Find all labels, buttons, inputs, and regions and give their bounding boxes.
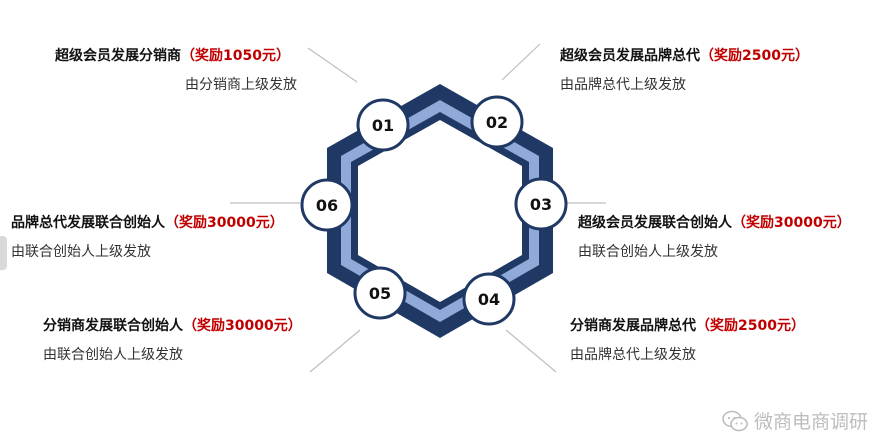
- item-05: 分销商发展联合创始人（奖励30000元） 由联合创始人上级发放: [43, 316, 302, 365]
- item-03-desc: 由联合创始人上级发放: [578, 244, 718, 260]
- item-03-reward: （奖励30000元）: [732, 215, 851, 231]
- edge-marker: [0, 236, 7, 270]
- item-05-desc: 由联合创始人上级发放: [43, 347, 183, 363]
- item-05-title: 分销商发展联合创始人（奖励30000元）: [43, 316, 302, 336]
- item-01-desc: 由分销商上级发放: [185, 77, 297, 93]
- item-06-reward: （奖励30000元）: [165, 215, 284, 231]
- connector-02: [501, 43, 541, 81]
- item-03: 超级会员发展联合创始人（奖励30000元） 由联合创始人上级发放: [578, 213, 851, 262]
- node-label-03: 03: [530, 195, 552, 214]
- wechat-icon: [722, 410, 748, 431]
- item-01-reward: （奖励1050元）: [181, 48, 290, 64]
- node-04: 04: [462, 272, 516, 326]
- item-04: 分销商发展品牌总代（奖励2500元） 由品牌总代上级发放: [570, 316, 805, 365]
- node-label-04: 04: [478, 290, 500, 309]
- item-01: 超级会员发展分销商（奖励1050元） 由分销商上级发放: [55, 46, 297, 95]
- node-label-02: 02: [486, 113, 508, 132]
- watermark: 微商电商调研: [722, 407, 868, 434]
- item-04-desc: 由品牌总代上级发放: [570, 347, 696, 363]
- item-06-title-text: 品牌总代发展联合创始人: [11, 215, 165, 231]
- item-02-title-text: 超级会员发展品牌总代: [560, 48, 700, 64]
- item-04-title: 分销商发展品牌总代（奖励2500元）: [570, 316, 805, 336]
- connector-04: [505, 329, 557, 373]
- connector-05: [309, 329, 361, 373]
- item-03-title: 超级会员发展联合创始人（奖励30000元）: [578, 213, 851, 233]
- watermark-text: 微商电商调研: [753, 411, 868, 433]
- item-02: 超级会员发展品牌总代（奖励2500元） 由品牌总代上级发放: [560, 46, 809, 95]
- item-05-title-text: 分销商发展联合创始人: [43, 318, 183, 334]
- item-01-title-text: 超级会员发展分销商: [55, 48, 181, 64]
- connectors: [230, 43, 606, 373]
- node-05: 05: [353, 266, 407, 320]
- item-02-title: 超级会员发展品牌总代（奖励2500元）: [560, 46, 809, 66]
- node-01: 01: [356, 98, 410, 152]
- connector-01: [307, 47, 358, 83]
- item-05-reward: （奖励30000元）: [183, 318, 302, 334]
- item-04-reward: （奖励2500元）: [696, 318, 805, 334]
- item-06: 品牌总代发展联合创始人（奖励30000元） 由联合创始人上级发放: [11, 213, 284, 262]
- node-label-05: 05: [369, 284, 391, 303]
- item-02-reward: （奖励2500元）: [700, 48, 809, 64]
- node-06: 06: [300, 178, 354, 232]
- node-label-06: 06: [316, 196, 338, 215]
- item-03-title-text: 超级会员发展联合创始人: [578, 215, 732, 231]
- item-06-title: 品牌总代发展联合创始人（奖励30000元）: [11, 213, 284, 233]
- hexagon-center: [358, 120, 522, 302]
- item-02-desc: 由品牌总代上级发放: [560, 77, 686, 93]
- node-label-01: 01: [372, 116, 394, 135]
- item-04-title-text: 分销商发展品牌总代: [570, 318, 696, 334]
- item-06-desc: 由联合创始人上级发放: [11, 244, 151, 260]
- item-01-title: 超级会员发展分销商（奖励1050元）: [55, 46, 297, 66]
- node-03: 03: [514, 177, 568, 231]
- node-02: 02: [470, 95, 524, 149]
